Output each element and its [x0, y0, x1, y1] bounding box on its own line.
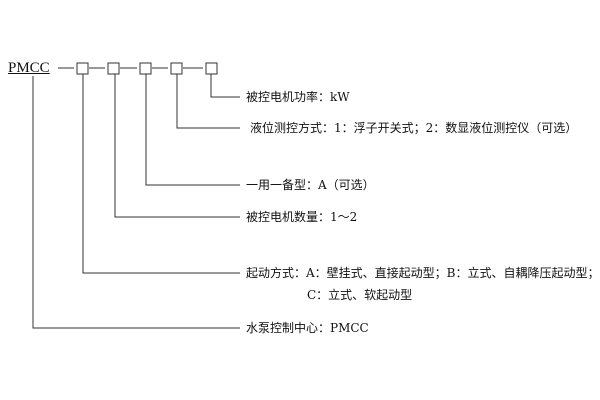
label-motor-power: 被控电机功率：kW	[246, 90, 350, 104]
model-code-prefix: PMCC	[8, 60, 50, 76]
code-box-2	[107, 62, 120, 75]
label-motor-count: 被控电机数量：1～2	[246, 210, 358, 224]
label-pump-center: 水泵控制中心：PMCC	[246, 321, 369, 335]
label-start-mode: 起动方式：A：壁挂式、直接起动型；B：立式、自耦降压起动型；	[246, 266, 600, 280]
label-level-control: 液位测控方式：1：浮子开关式；2：数显液位测控仪（可选）	[250, 121, 578, 135]
label-standby-type: 一用一备型：A（可选）	[246, 178, 375, 192]
code-box-1	[76, 62, 89, 75]
code-box-3	[139, 62, 152, 75]
label-start-mode-cont: C：立式、软起动型	[307, 288, 413, 302]
code-box-4	[170, 62, 183, 75]
code-box-5	[205, 62, 218, 75]
leader-lines	[32, 74, 240, 329]
